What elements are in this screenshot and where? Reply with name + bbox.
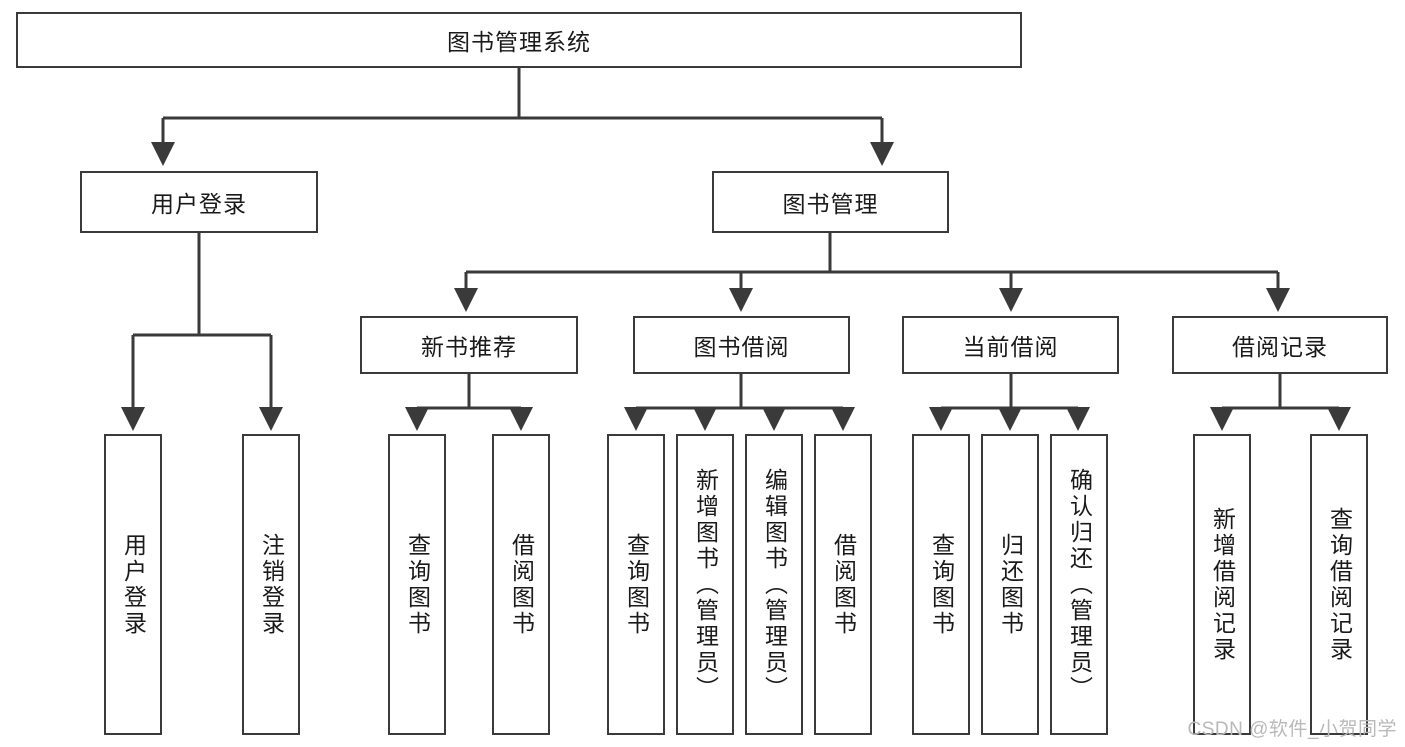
leaf-query-book-3[interactable]: 查询图书 [912,434,970,735]
node-borrow-record[interactable]: 借阅记录 [1172,316,1388,374]
leaf-query-book-3-label: 查询图书 [928,532,955,637]
leaf-query-book-2-label: 查询图书 [623,532,650,637]
node-book-borrow[interactable]: 图书借阅 [633,316,850,374]
leaf-user-login-label: 用户登录 [120,532,147,637]
leaf-logout[interactable]: 注销登录 [242,434,300,735]
leaf-edit-book[interactable]: 编辑图书（管理员） [745,434,803,735]
leaf-query-record[interactable]: 查询借阅记录 [1310,434,1368,735]
leaf-borrow-book-1[interactable]: 借阅图书 [492,434,550,735]
leaf-edit-book-label: 编辑图书（管理员） [761,467,788,702]
leaf-add-record-label: 新增借阅记录 [1209,506,1236,663]
node-new-book-rec-label: 新书推荐 [421,334,517,360]
leaf-borrow-book-1-label: 借阅图书 [508,532,535,637]
leaf-user-login[interactable]: 用户登录 [104,434,162,735]
leaf-confirm-return-label: 确认归还（管理员） [1066,467,1093,702]
leaf-return-book[interactable]: 归还图书 [981,434,1039,735]
leaf-return-book-label: 归还图书 [997,532,1024,637]
node-book-manage[interactable]: 图书管理 [712,171,949,233]
node-root-label: 图书管理系统 [447,29,591,55]
leaf-query-book-1-label: 查询图书 [404,532,431,637]
node-root[interactable]: 图书管理系统 [16,12,1022,68]
leaf-query-book-1[interactable]: 查询图书 [388,434,446,735]
leaf-borrow-book-2-label: 借阅图书 [830,532,857,637]
node-user-login-label: 用户登录 [151,191,247,217]
node-user-login[interactable]: 用户登录 [80,171,318,233]
node-current-borrow[interactable]: 当前借阅 [902,316,1119,374]
leaf-logout-label: 注销登录 [258,532,285,637]
leaf-confirm-return[interactable]: 确认归还（管理员） [1050,434,1108,735]
leaf-add-book[interactable]: 新增图书（管理员） [676,434,734,735]
node-borrow-record-label: 借阅记录 [1232,334,1328,360]
watermark: CSDN @软件_小贺同学 [1187,719,1397,740]
node-book-manage-label: 图书管理 [782,191,879,217]
leaf-add-book-label: 新增图书（管理员） [692,467,719,702]
leaf-add-record[interactable]: 新增借阅记录 [1193,434,1251,735]
leaf-borrow-book-2[interactable]: 借阅图书 [814,434,872,735]
node-book-borrow-label: 图书借阅 [693,334,790,360]
leaf-query-book-2[interactable]: 查询图书 [607,434,665,735]
node-new-book-rec[interactable]: 新书推荐 [360,316,578,374]
leaf-query-record-label: 查询借阅记录 [1326,506,1353,663]
node-current-borrow-label: 当前借阅 [962,334,1059,360]
